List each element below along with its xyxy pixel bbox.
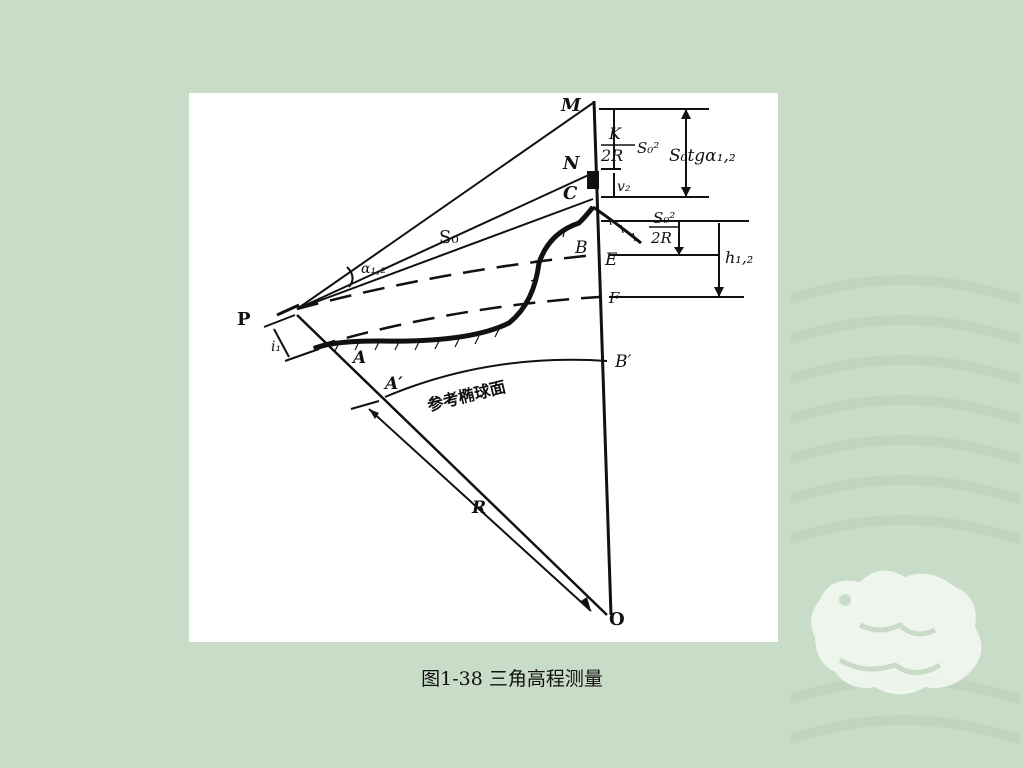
line-P-tick [276,303,300,317]
terrain-right [592,205,642,245]
label-S0: S₀ [439,227,459,248]
arrow-S0tg-bottom [681,187,691,197]
target-marker-N [587,171,599,189]
figure-caption: 图1-38 三角高程测量 [421,668,603,690]
label-C: C [563,183,578,204]
label-S0sq-denominator: 2R [650,229,672,247]
diagram-canvas: M N C P S₀ B E F A A′ B′ R O α₁,₂ i₁ v₂ … [237,95,753,630]
label-alpha: α₁,₂ [361,261,387,277]
label-K-denominator: 2R [600,146,623,165]
dashed-level-F [313,295,600,349]
reference-ellipsoid-arc [384,358,608,398]
label-S0sq-numerator: S₀² [653,209,675,227]
terrain-curve [312,205,595,352]
label-F: F [608,289,620,307]
arrow-h12-bottom [714,287,724,297]
arrow-S0tg-top [681,109,691,119]
label-A: A [351,348,366,368]
dashed-level-E [296,253,595,311]
alpha-arc [346,266,354,288]
line-P-C-S0 [296,198,594,310]
label-h12: h₁,₂ [725,248,753,267]
line-P-M [296,102,594,310]
label-M: M [560,95,582,116]
label-R: R [471,498,486,518]
line-R-dimension [368,408,592,612]
label-O: O [609,609,625,630]
label-B-prime: B′ [614,352,631,372]
line-R-tick [350,400,380,410]
line-i1-dim [273,328,290,358]
label-i1: i₁ [271,339,281,355]
label-N: N [562,153,581,174]
label-A-prime: A′ [383,374,403,394]
arrow-R-top [369,409,379,419]
arrow-S0-bottom [674,247,684,255]
label-v2: v₂ [617,179,631,195]
line-P-O [296,314,608,616]
label-E: E [604,250,618,270]
label-S0tg: S₀tgα₁,₂ [669,146,736,166]
label-reference-ellipsoid: 参考椭球面 [425,377,507,415]
line-P-N [296,172,594,310]
trigonometric-leveling-diagram: M N C P S₀ B E F A A′ B′ R O α₁,₂ i₁ v₂ … [189,93,778,642]
line-i1-top [263,314,296,328]
label-K-numerator: K [608,124,622,143]
line-i1-bottom [284,348,320,362]
label-B: B [574,238,588,258]
label-K-S0sq: S₀² [637,139,659,157]
label-P: P [237,309,251,330]
arrow-R-bottom [581,597,591,611]
